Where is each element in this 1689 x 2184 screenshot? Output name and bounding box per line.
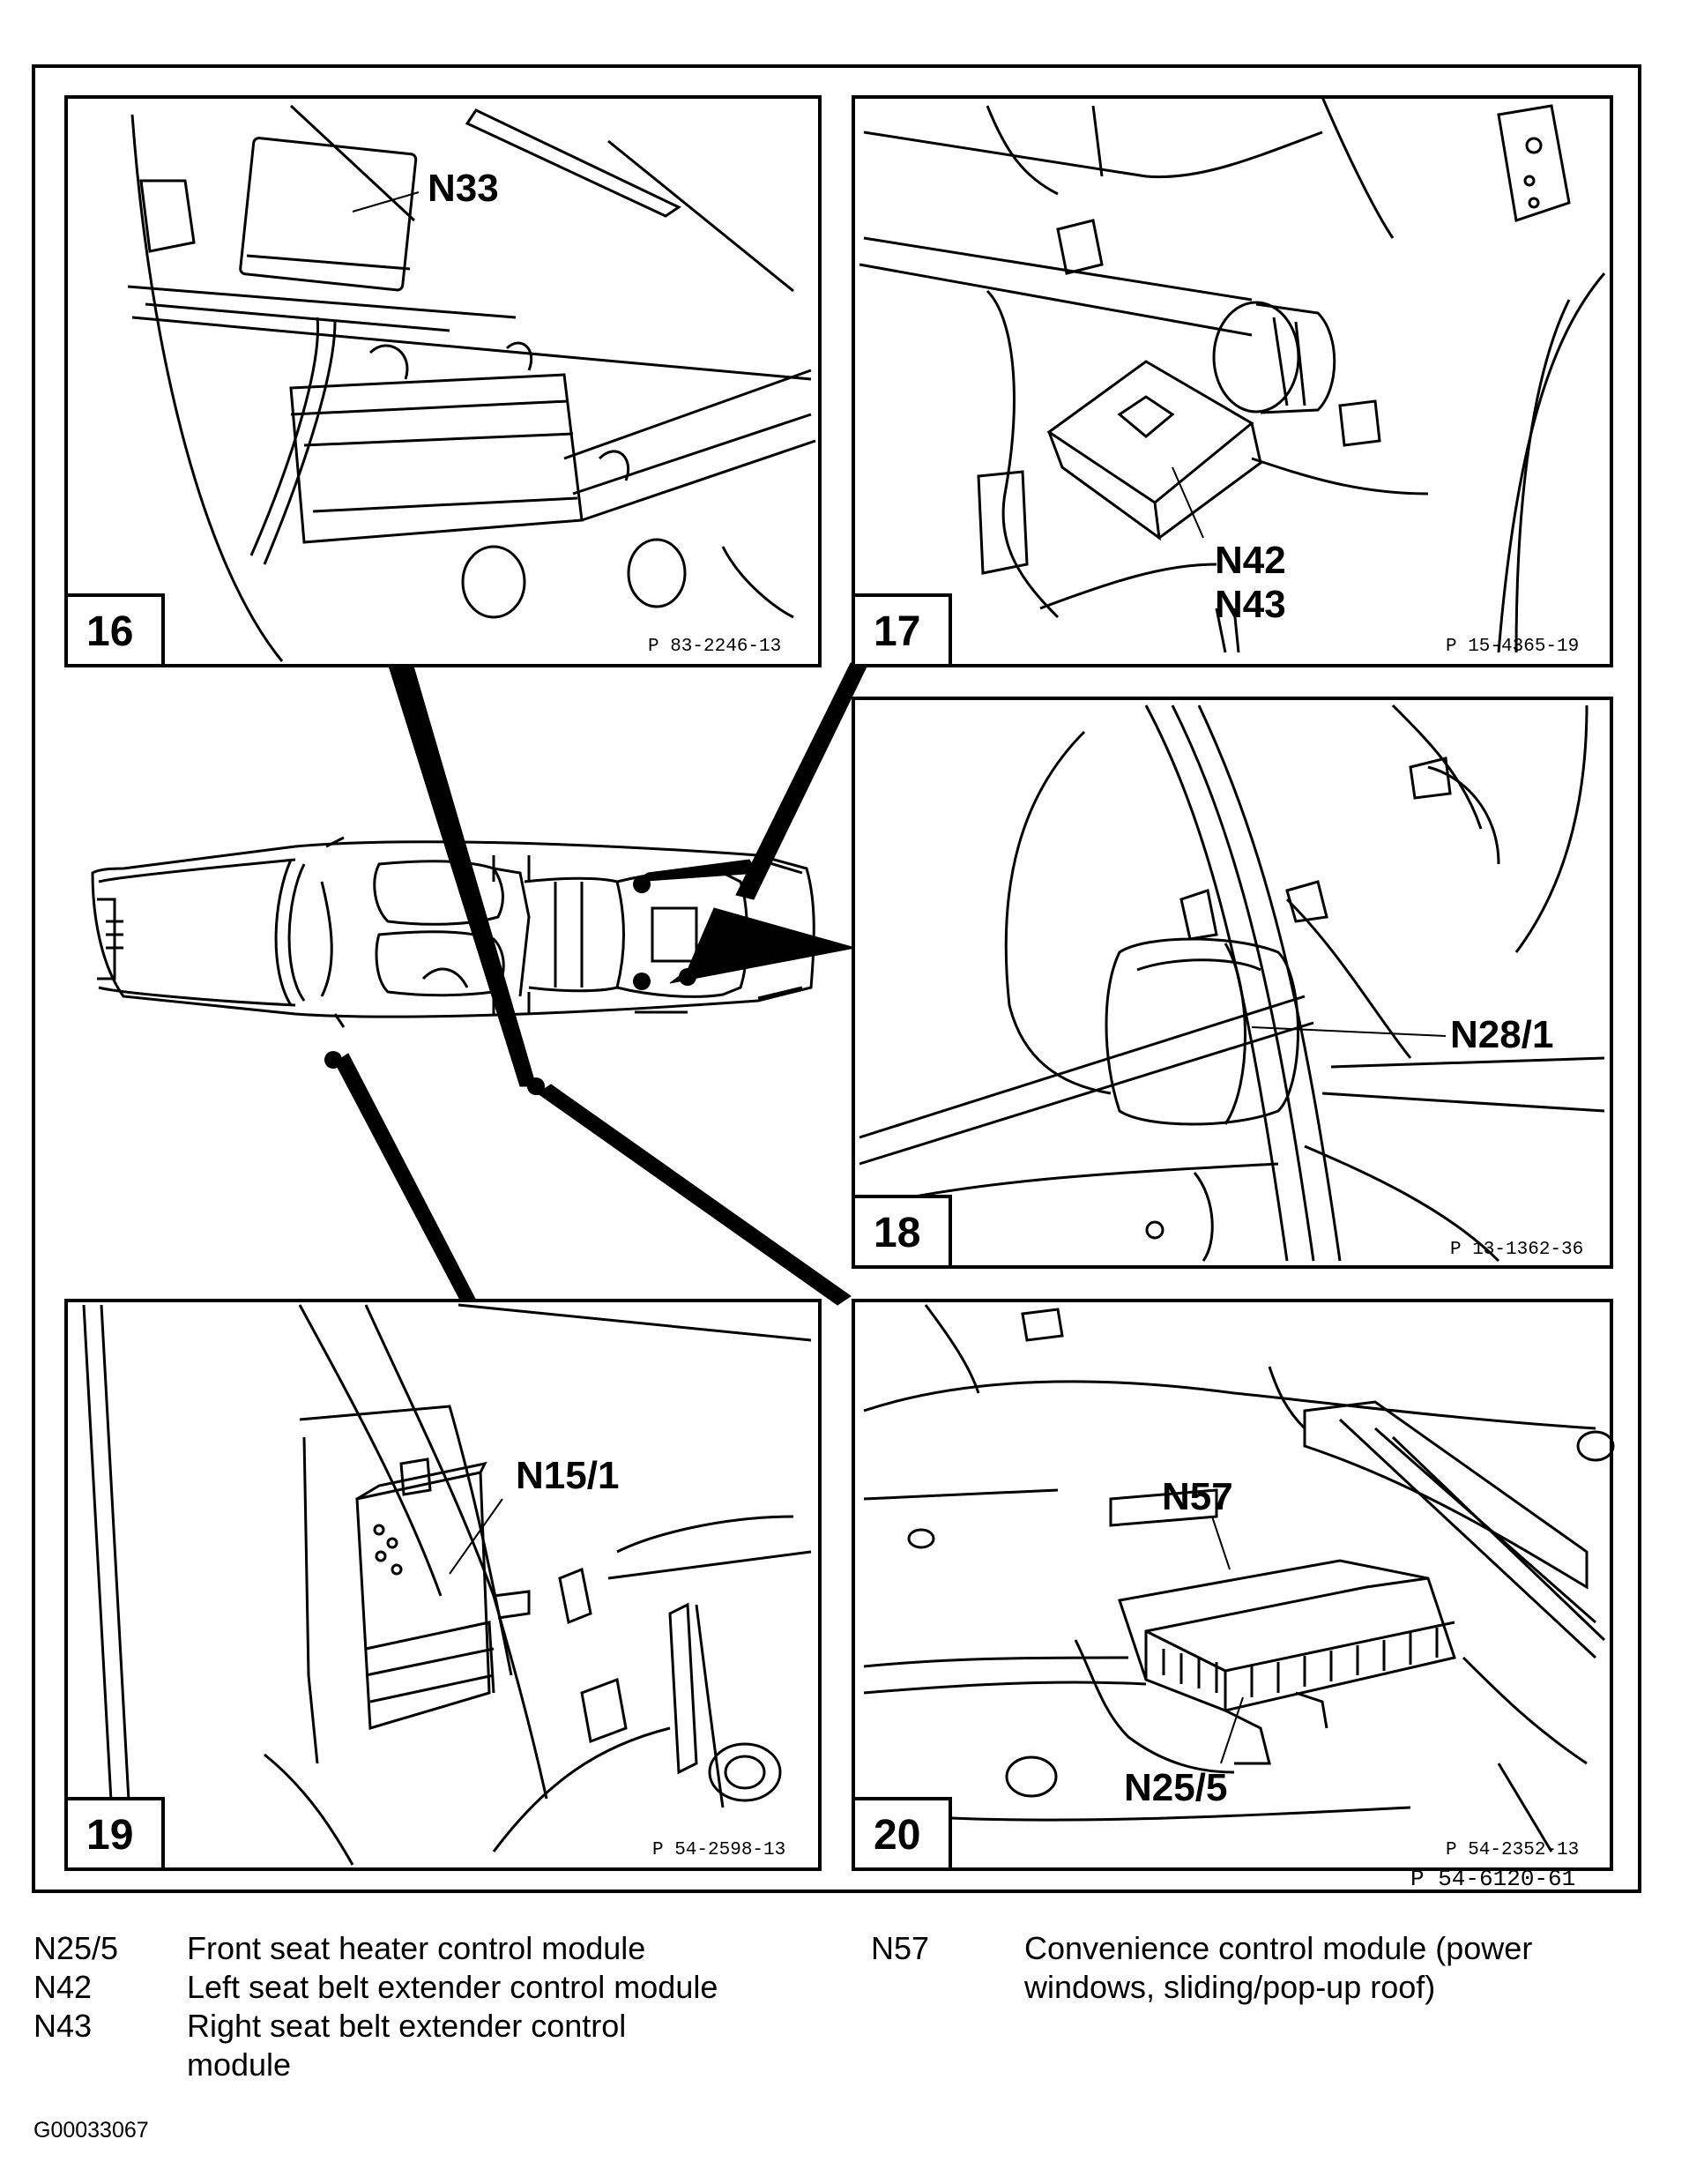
panel-ref: P 54-2352-13 <box>1446 1840 1579 1860</box>
panel-number-box <box>852 1797 952 1871</box>
callout-line <box>1220 1696 1244 1764</box>
location-dot-17-right <box>633 973 651 990</box>
module-label-n15-1: N15/1 <box>516 1454 619 1497</box>
location-dot-20 <box>534 1085 545 1095</box>
panel-number: 16 <box>86 608 133 655</box>
panel-number-box <box>64 1797 165 1871</box>
figure-ref: P 54-6120-61 <box>1410 1866 1575 1892</box>
document-id: G00033067 <box>33 2118 149 2143</box>
callout-line <box>1251 1026 1447 1037</box>
panel-18: N28/1 18 P 13-1362-36 <box>852 697 1613 1269</box>
callout-line <box>1172 466 1204 539</box>
module-label-n33: N33 <box>428 167 499 210</box>
callout-line <box>1211 1516 1231 1570</box>
outer-frame <box>32 64 1641 1893</box>
module-label-n57: N57 <box>1162 1475 1233 1518</box>
module-label-n43: N43 <box>1215 583 1286 626</box>
location-dot-19 <box>324 1051 342 1069</box>
location-dot-17-left <box>633 876 651 893</box>
panel-ref: P 13-1362-36 <box>1450 1240 1583 1260</box>
panel-ref: P 15-4365-19 <box>1446 637 1579 657</box>
panel-ref: P 54-2598-13 <box>652 1840 785 1860</box>
callout-line <box>449 1498 503 1575</box>
location-dots <box>324 876 696 1095</box>
module-label-n25-5: N25/5 <box>1124 1766 1227 1809</box>
panel-20: N57 N25/5 20 P 54-2352-13 <box>852 1299 1615 1871</box>
location-dot-18 <box>679 968 696 986</box>
callout-line <box>352 191 420 212</box>
panel-number-box <box>852 593 952 667</box>
car-top-view <box>91 836 815 1028</box>
panel-16: N33 16 P 83-2246-13 <box>64 95 822 667</box>
module-label-n28-1: N28/1 <box>1450 1013 1553 1056</box>
panel-ref: P 83-2246-13 <box>648 637 781 657</box>
panel-number-box <box>852 1195 952 1269</box>
panel-number: 17 <box>874 608 920 655</box>
panel-number: 18 <box>874 1210 920 1256</box>
panel-number: 20 <box>874 1812 920 1859</box>
panel-number: 19 <box>86 1812 133 1859</box>
panel-19: N15/1 19 P 54-2598-13 <box>64 1299 822 1871</box>
panel-17: N42 N43 17 P 15-4365-19 <box>852 95 1613 667</box>
panel-number-box <box>64 593 165 667</box>
module-label-n42: N42 <box>1215 539 1286 582</box>
